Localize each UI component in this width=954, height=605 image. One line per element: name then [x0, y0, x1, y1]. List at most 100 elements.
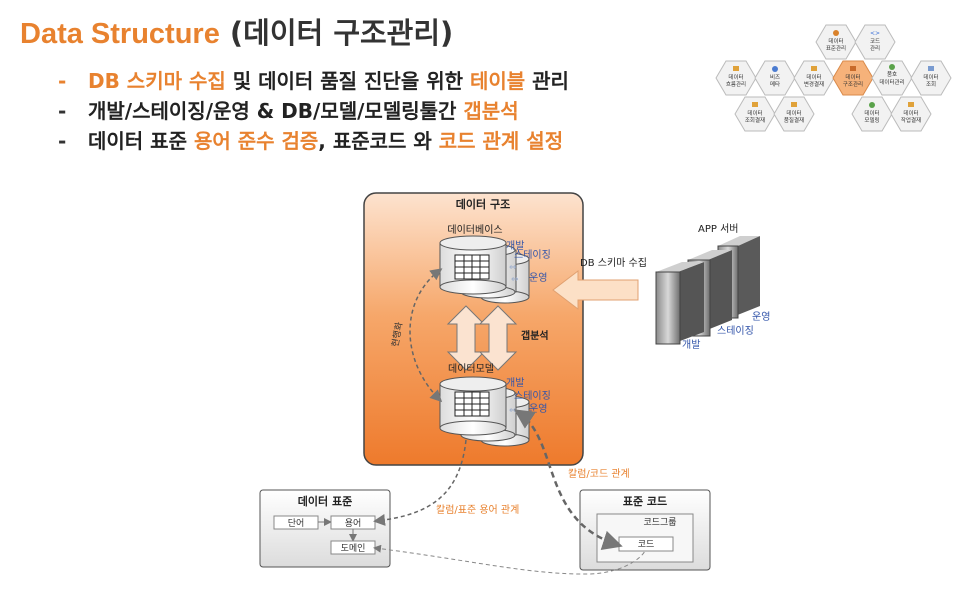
model-stack[interactable]: 데이터모델 개발 스테이징 운영 ⇔ [439, 363, 551, 447]
hex-item-code[interactable]: <> 코드 관리 [854, 24, 896, 60]
bullet-text: 관리 [525, 69, 569, 93]
bullet-highlight: 갭분석 [463, 99, 519, 123]
bullet-text: 데이터 표준 [88, 129, 194, 153]
compass-icon [833, 30, 839, 36]
svg-text:조회: 조회 [926, 80, 936, 88]
server-icon [655, 262, 704, 345]
table-grid-icon [454, 254, 490, 280]
word-label: 단어 [288, 518, 305, 529]
server-env-staging: 스테이징 [717, 325, 754, 337]
document-icon [752, 102, 758, 107]
svg-text:데이터: 데이터 [747, 109, 762, 117]
bullet-highlight: 테이블 [469, 69, 526, 93]
code-group-label: 코드그룹 [643, 517, 676, 528]
table-icon [850, 66, 856, 71]
svg-text:데이터: 데이터 [828, 37, 843, 45]
svg-text:변경결재: 변경결재 [804, 80, 824, 88]
bullet-highlight: 코드 관계 설정 [438, 129, 564, 153]
code-icon: <> [870, 30, 880, 37]
column-code-label: 칼럼/코드 관계 [568, 467, 630, 480]
bullet-highlight: DB 스키마 수집 [88, 69, 226, 93]
svg-text:데이터: 데이터 [786, 109, 801, 117]
bullet-highlight: 용어 준수 검증 [193, 129, 319, 153]
double-arrow-icon: ⇔ [509, 263, 517, 273]
hex-item-quality-approval[interactable]: 데이터 품질결재 [773, 96, 815, 132]
svg-text:품질결재: 품질결재 [784, 116, 804, 124]
hex-item-query[interactable]: 데이터 조회 [910, 60, 952, 96]
bullet-item: -데이터 표준 용어 준수 검증, 표준코드 와 코드 관계 설정 [58, 126, 569, 156]
gap-arrows: 갭분석 [446, 305, 549, 371]
bullet-dash: - [58, 129, 67, 153]
server-env-ops: 운영 [752, 311, 770, 323]
domain-label: 도메인 [341, 543, 366, 554]
env-staging-label: 스테이징 [514, 249, 551, 261]
svg-text:데이터: 데이터 [845, 73, 860, 81]
database-stack[interactable]: 데이터베이스 개발 스테이징 운영 ⇔ ⇔ [439, 224, 551, 304]
hex-item-query-approval[interactable]: 데이터 조회결재 [734, 96, 776, 132]
svg-text:데이터: 데이터 [923, 73, 938, 81]
database-icon [889, 64, 895, 70]
hex-item-task-approval[interactable]: 데이터 작업결재 [890, 96, 932, 132]
double-arrow-icon: ⇔ [509, 406, 517, 416]
svg-text:흐름관리: 흐름관리 [726, 80, 746, 88]
std-code-box[interactable]: 표준 코드 코드그룹 코드 [579, 489, 711, 571]
svg-text:데이터: 데이터 [728, 73, 743, 81]
schema-collect-arrow: DB 스키마 수집 [552, 257, 647, 311]
env-dev-label: 개발 [506, 377, 524, 389]
term-label: 용어 [345, 518, 362, 529]
svg-text:관리: 관리 [870, 44, 880, 52]
current-sync-arrow [409, 268, 443, 403]
code-label: 코드 [638, 540, 655, 550]
title-english: Data Structure [20, 18, 220, 50]
svg-text:메타: 메타 [770, 80, 780, 88]
svg-text:데이터: 데이터 [806, 73, 821, 81]
svg-text:구조관리: 구조관리 [843, 80, 863, 88]
hex-item-bizmeta[interactable]: 비즈 메타 [754, 60, 796, 96]
svg-text:모델링: 모델링 [864, 116, 879, 124]
bullet-item: -DB 스키마 수집 및 데이터 품질 진단을 위한 테이블 관리 [58, 66, 569, 96]
env-ops-label: 운영 [529, 403, 547, 415]
hex-item-change-approval[interactable]: 데이터 변경결재 [793, 60, 835, 96]
document-icon [908, 102, 914, 107]
svg-text:데이터관리: 데이터관리 [879, 78, 904, 86]
hex-item-standard[interactable]: 데이터 표준관리 [815, 24, 857, 60]
std-code-title: 표준 코드 [623, 495, 667, 508]
model-label: 데이터모델 [448, 363, 494, 375]
hex-item-structure-active[interactable]: 데이터 구조관리 [832, 60, 874, 96]
double-arrow-icon: ⇔ [511, 275, 519, 285]
std-data-box[interactable]: 데이터 표준 단어 용어 도메인 [259, 489, 391, 568]
search-icon [928, 66, 934, 71]
svg-text:표준관리: 표준관리 [826, 44, 846, 52]
hex-menu: 데이터 표준관리 <> 코드 관리 데이터 흐름관리 비즈 메타 데이터 변경결… [715, 24, 952, 132]
std-data-title: 데이터 표준 [298, 494, 352, 508]
bullet-text: 개발/스테이징/운영 & DB/모델/모델링툴간 [88, 99, 464, 123]
svg-text:데이터: 데이터 [864, 109, 879, 117]
hex-item-modeling[interactable]: 데이터 모델링 [851, 96, 893, 132]
app-server-group[interactable]: APP 서버 개발 스테이징 운영 [655, 223, 770, 351]
hex-item-flow[interactable]: 데이터 흐름관리 [715, 60, 757, 96]
schema-collect-label: DB 스키마 수집 [580, 257, 647, 269]
network-icon [772, 66, 778, 72]
gap-label: 갭분석 [521, 329, 549, 342]
env-dev-label: 개발 [506, 240, 524, 252]
env-staging-label: 스테이징 [514, 390, 551, 402]
bullet-text: , 표준코드 와 [318, 129, 439, 153]
svg-text:조회결재: 조회결재 [745, 116, 765, 124]
title-korean: (데이터 구조관리) [219, 16, 454, 50]
server-env-dev: 개발 [682, 339, 700, 351]
document-icon [811, 66, 817, 71]
column-term-arrow [373, 439, 467, 526]
page-title: Data Structure (데이터 구조관리) [20, 10, 453, 52]
bullet-dash: - [58, 69, 67, 93]
svg-text:코드: 코드 [870, 38, 880, 45]
folder-icon [733, 66, 739, 71]
svg-text:품호: 품호 [887, 71, 897, 78]
bullet-list: -DB 스키마 수집 및 데이터 품질 진단을 위한 테이블 관리 -개발/스테… [58, 66, 569, 156]
document-icon [791, 102, 797, 107]
app-server-label: APP 서버 [698, 223, 738, 235]
hex-item-key-data[interactable]: 품호 데이터관리 [871, 60, 913, 96]
svg-text:데이터: 데이터 [903, 109, 918, 117]
bullet-dash: - [58, 99, 67, 123]
bullet-text: 및 데이터 품질 진단을 위한 [225, 69, 470, 93]
